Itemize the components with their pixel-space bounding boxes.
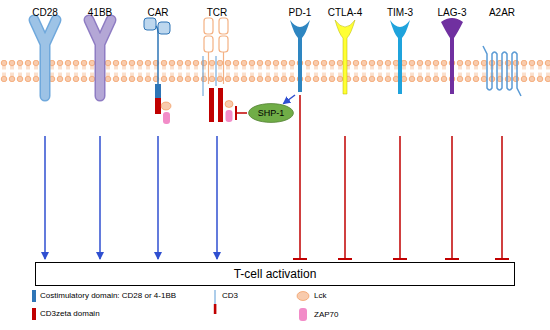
legend-swatch [32,290,36,302]
receptor-41bb: 41BB [82,2,118,135]
legend-label: Lck [314,291,326,301]
legend-label: CD3zeta domain [40,309,100,319]
inhibitory-line [399,136,401,259]
protein-label: SHP-1 [258,108,285,119]
phosphatase-ellipse: SHP-1 [248,103,294,123]
cd3-legend-sample [215,290,216,304]
receptor-cd28: CD28 [27,2,63,135]
tcr-complex [203,18,233,122]
receptor-a2ar: A2AR [482,2,522,135]
receptor-label: CAR [147,7,168,19]
activating-arrow [283,95,295,104]
activating-arrow [44,136,46,259]
cell-membrane [0,60,550,82]
legend-swatch [32,308,36,320]
receptor-lag3: LAG-3 [436,2,469,135]
pd1-receptor [290,20,310,92]
cd3-legend-sample-tail [214,304,217,314]
lag3-receptor [441,18,463,94]
inhibitory-line [236,112,247,114]
receptor-tim3: TIM-3 [385,2,416,135]
receptor-label: CD28 [32,7,58,19]
zap70-legend-sample [299,308,307,321]
receptor-label: A2AR [489,7,515,19]
receptor-car: CAR [141,2,175,135]
inhibitory-line [451,136,453,259]
activating-arrow [157,136,159,259]
ctla4-receptor [335,20,355,94]
inhibitory-line [299,95,301,259]
tim3-receptor [390,20,410,94]
receptor-label: PD-1 [289,7,312,19]
legend-label: Costimulatory domain: CD28 or 4-1BB [40,291,176,301]
activating-arrow [99,136,101,259]
cd28-receptor [34,20,56,96]
receptor-tcr: TCR [200,2,234,135]
inhibitory-line [501,136,503,259]
legend-label: CD3 [222,291,238,301]
activating-arrow [216,136,218,259]
receptor-label: 41BB [88,7,112,19]
receptor-label: TCR [207,7,228,19]
a2ar-receptor [483,46,521,96]
receptor-label: LAG-3 [438,7,467,19]
outcome-label: T-cell activation [234,267,317,281]
lck-legend-sample [297,292,309,301]
41bb-receptor [89,20,111,96]
receptor-ctla4: CTLA-4 [326,2,365,135]
receptor-pd1: PD-1 [287,2,314,94]
receptor-label: TIM-3 [387,7,413,19]
legend-label: ZAP70 [314,310,338,320]
car-receptor [144,18,171,124]
receptor-label: CTLA-4 [328,7,362,19]
inhibitory-line [344,136,346,259]
outcome-box: T-cell activation [35,262,515,286]
